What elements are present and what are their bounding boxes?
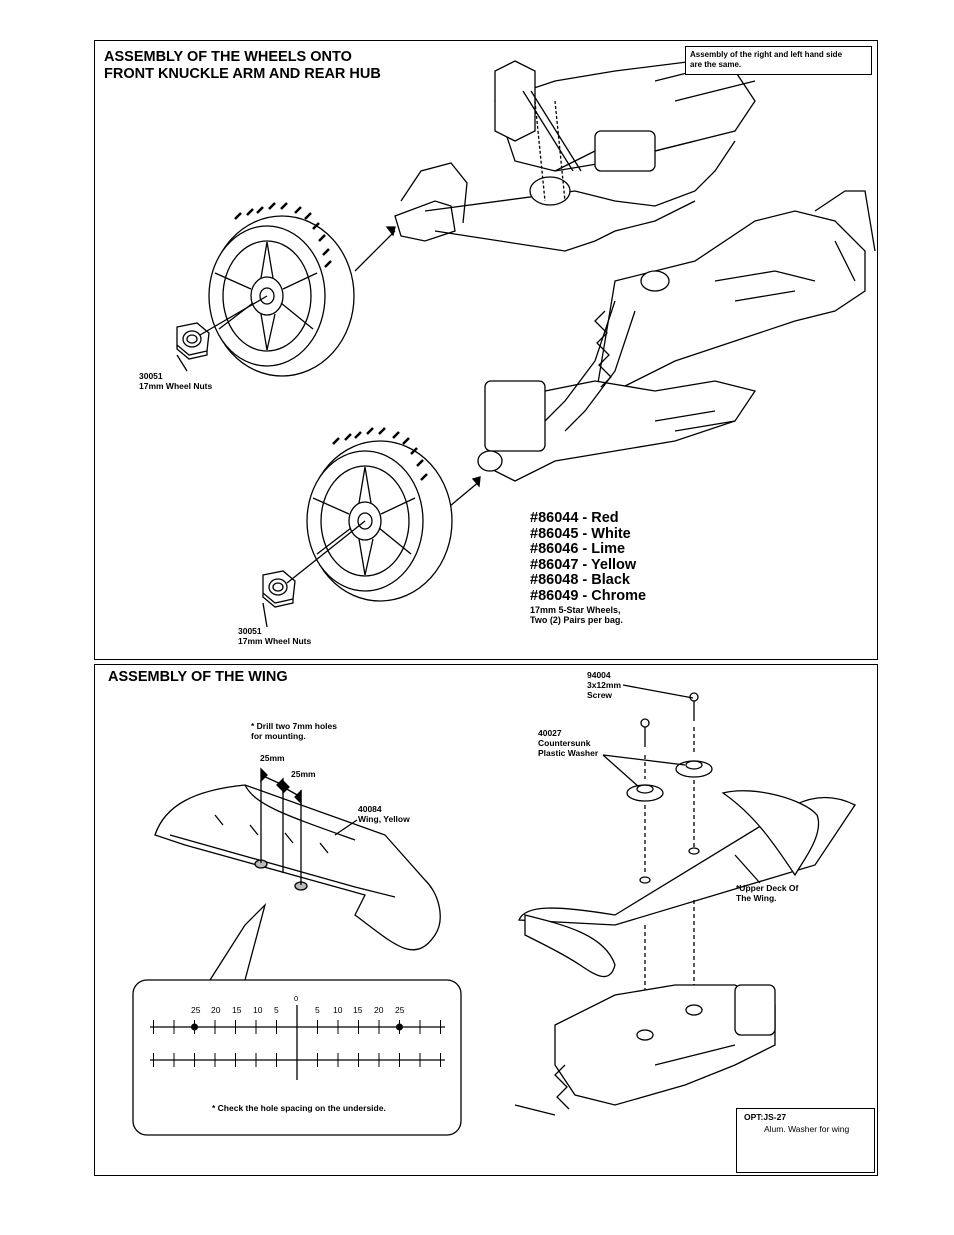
hole-spacing-check-note: * Check the hole spacing on the undersid… — [212, 1103, 386, 1113]
optional-part-box: OPT:JS-27 Alum. Washer for wing — [736, 1108, 875, 1173]
upper-deck-label: *Upper Deck Of The Wing. — [736, 883, 799, 903]
wheels-assembly-panel: ASSEMBLY OF THE WHEELS ONTO FRONT KNUCKL… — [94, 40, 878, 660]
rear-chassis-illustration — [514, 900, 776, 1116]
wing-section-title: ASSEMBLY OF THE WING — [108, 669, 288, 685]
wheel-options-list: #86044 - Red #86045 - White #86046 - Lim… — [530, 510, 770, 625]
wheel-option-chrome: #86049 - Chrome — [530, 587, 647, 604]
wing-assembly-drawing — [132, 684, 856, 1153]
scale-left-label: 10 — [253, 1005, 263, 1015]
scale-left-label: 5 — [274, 1005, 279, 1015]
wheel-nut-2-illustration — [262, 520, 366, 628]
front-suspension-illustration — [354, 60, 775, 272]
wheels-assembly-drawing — [176, 60, 876, 628]
screw-and-washer-illustration — [602, 684, 713, 875]
dimension-label-1: 25mm — [260, 753, 285, 763]
wheel-option-white: #86045 - White — [530, 525, 631, 542]
scale-left-labels: 25 20 15 10 5 — [187, 1005, 287, 1017]
drill-holes-note: * Drill two 7mm holes for mounting. — [251, 721, 337, 741]
wing-underside-illustration — [518, 790, 856, 978]
wheel-nut-label-front: 30051 17mm Wheel Nuts — [139, 371, 213, 391]
wing-assembly-panel: ASSEMBLY OF THE WING * Drill two 7mm hol… — [94, 664, 878, 1176]
dimension-label-2: 25mm — [291, 769, 316, 779]
rear-suspension-illustration — [449, 190, 876, 507]
scale-right-label: 20 — [374, 1005, 384, 1015]
scale-right-label: 15 — [353, 1005, 363, 1015]
scale-right-labels: 5 10 15 20 25 — [315, 1005, 415, 1017]
optional-part-description: Alum. Washer for wing — [764, 1124, 850, 1134]
scale-right-label: 5 — [315, 1005, 320, 1015]
scale-left-label: 20 — [211, 1005, 221, 1015]
wheel-nut-label-rear: 30051 17mm Wheel Nuts — [238, 626, 312, 646]
wing-top-view-illustration — [154, 767, 441, 951]
wheels-section-title: ASSEMBLY OF THE WHEELS ONTO FRONT KNUCKL… — [104, 49, 381, 82]
washer-part-label: 40027 Countersunk Plastic Washer — [538, 728, 599, 758]
scale-right-label: 25 — [395, 1005, 405, 1015]
scale-right-label: 10 — [333, 1005, 343, 1015]
wheel-option-red: #86044 - Red — [530, 510, 619, 526]
wheel-nut-1-illustration — [176, 295, 268, 372]
wing-part-label: 40084 Wing, Yellow — [358, 804, 410, 824]
wheel-option-yellow: #86047 - Yellow — [530, 556, 637, 573]
hole-spacing-ticks — [153, 1020, 441, 1067]
hole-marker — [191, 1023, 198, 1031]
same-side-note-box: Assembly of the right and left hand side… — [685, 46, 872, 75]
scale-left-label: 15 — [232, 1005, 242, 1015]
hole-marker — [396, 1023, 403, 1031]
front-tire-illustration — [208, 202, 355, 377]
screw-part-label: 94004 3x12mm Screw — [587, 670, 622, 700]
wheel-description: 17mm 5-Star Wheels, Two (2) Pairs per ba… — [530, 604, 623, 625]
same-side-note: Assembly of the right and left hand side… — [690, 50, 843, 69]
scale-left-label: 25 — [191, 1005, 201, 1015]
wheel-option-black: #86048 - Black — [530, 572, 630, 589]
rear-tire-illustration — [306, 427, 453, 602]
wheel-option-lime: #86046 - Lime — [530, 541, 626, 558]
optional-part-code: OPT:JS-27 — [744, 1112, 787, 1122]
scale-zero-label: 0 — [294, 994, 299, 1003]
